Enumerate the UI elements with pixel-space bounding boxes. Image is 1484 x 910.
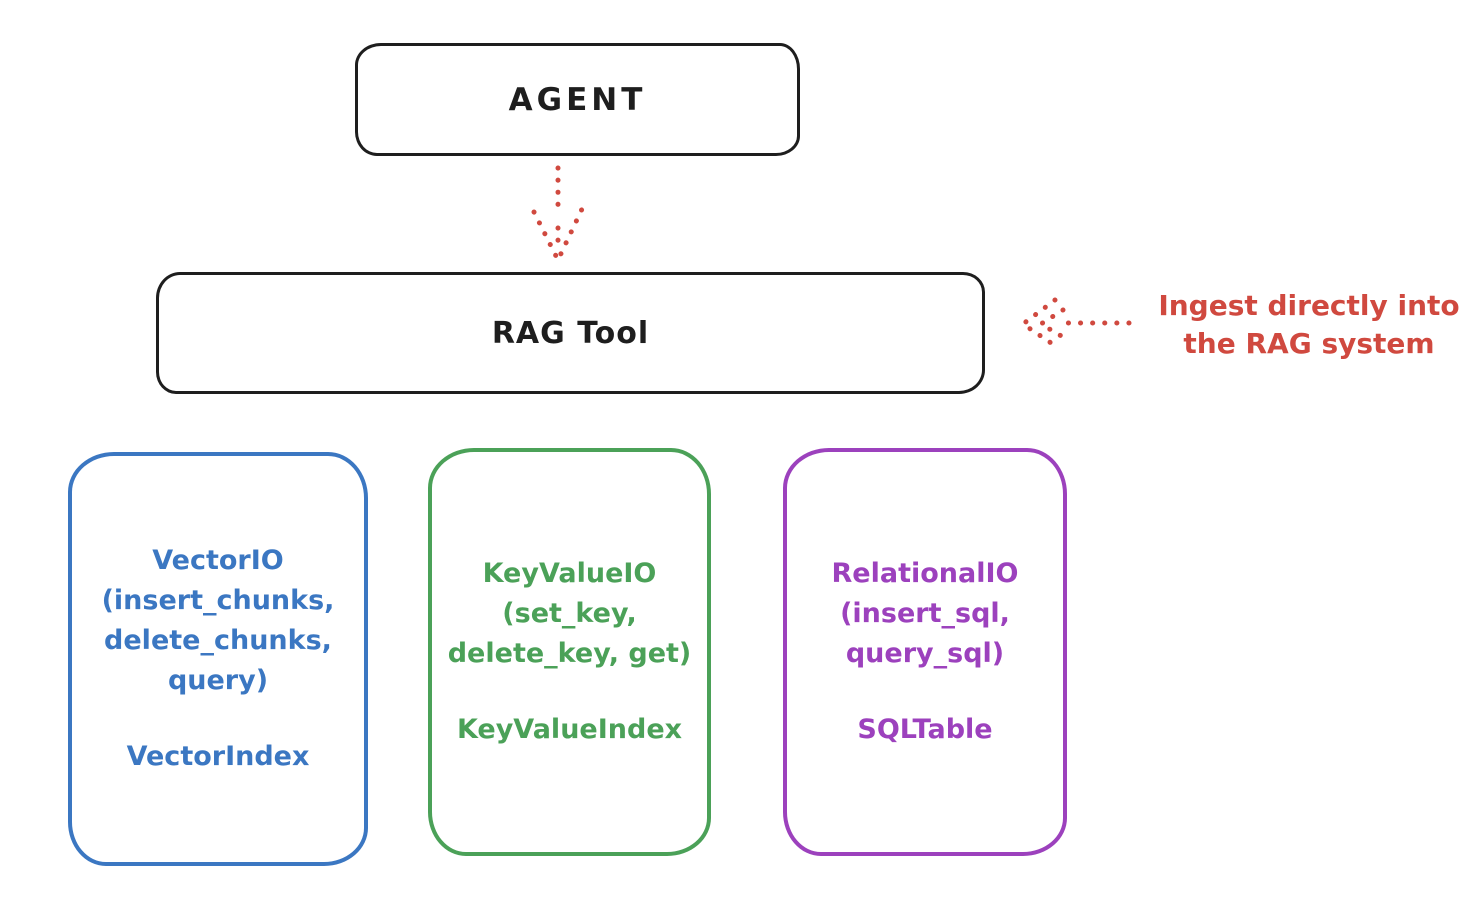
ingest-annotation: Ingest directly into the RAG system [1135,287,1483,363]
relational-io-node: RelationalIO (insert_sql, query_sql) SQL… [783,448,1067,856]
ingest-annotation-line-1: Ingest directly into [1158,289,1460,322]
agent-to-rag-tool-arrow [531,165,585,263]
agent-node: AGENT [355,43,800,156]
rag-tool-node-label: RAG Tool [491,315,650,351]
vector-io-method-line-3: query) [167,665,269,696]
relational-io-method-line-1: (insert_sql, [840,598,1010,629]
ingest-annotation-line-2: the RAG system [1183,327,1435,360]
vector-index-label: VectorIndex [126,741,310,772]
key-value-index-label: KeyValueIndex [456,714,683,745]
key-value-io-method-line-2: delete_key, get) [447,638,692,669]
vector-io-node: VectorIO (insert_chunks, delete_chunks, … [68,452,368,866]
key-value-io-method-line-1: (set_key, [502,598,637,629]
relational-io-method-line-2: query_sql) [845,638,1005,669]
vector-io-title: VectorIO [152,545,284,576]
sql-table-label: SQLTable [857,714,993,745]
key-value-io-node: KeyValueIO (set_key, delete_key, get) Ke… [428,448,711,856]
agent-node-label: AGENT [508,81,647,118]
ingest-into-rag-tool-arrow [1020,297,1132,350]
vector-io-method-line-2: delete_chunks, [104,625,332,656]
relational-io-title: RelationalIO [831,558,1019,589]
rag-tool-node: RAG Tool [156,272,985,394]
key-value-io-title: KeyValueIO [482,558,657,589]
vector-io-method-line-1: (insert_chunks, [101,585,335,616]
